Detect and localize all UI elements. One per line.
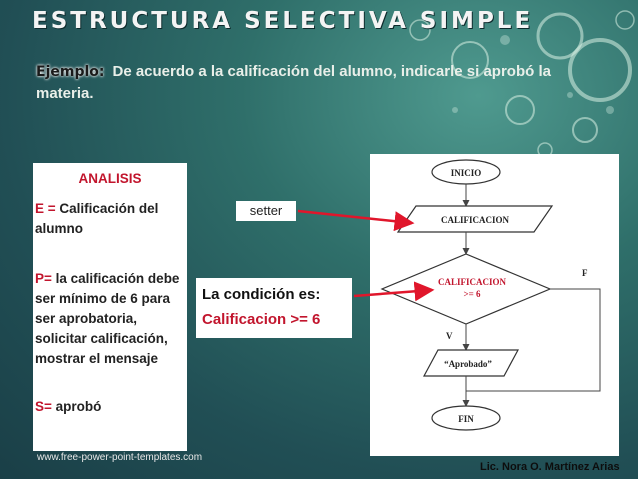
footer-url: www.free-power-point-templates.com bbox=[37, 452, 203, 463]
analysis-process: P= la calificación debe ser mínimo de 6 … bbox=[33, 269, 187, 369]
example-label: Ejemplo: bbox=[36, 64, 105, 80]
entry-key: E = bbox=[35, 201, 56, 216]
condition-heading: La condición es: bbox=[202, 286, 321, 303]
output-label: “Aprobado” bbox=[444, 359, 492, 369]
false-path bbox=[466, 288, 601, 392]
flowchart-diagram: INICIO CALIFICACION CALIFICACION >= 6 F … bbox=[380, 159, 601, 431]
decision-label: CALIFICACION bbox=[438, 277, 507, 287]
end-label: FIN bbox=[458, 414, 474, 424]
setter-label: setter bbox=[236, 201, 296, 221]
condition-arrow bbox=[353, 281, 435, 302]
slide-title: ESTRUCTURA SELECTIVA SIMPLE bbox=[32, 8, 534, 34]
start-label: INICIO bbox=[451, 168, 482, 178]
analysis-box: ANALISIS E = Calificación del alumno P= … bbox=[33, 163, 187, 451]
analysis-heading: ANALISIS bbox=[78, 171, 142, 186]
decision-condition: >= 6 bbox=[463, 289, 481, 299]
flowchart-panel: INICIO CALIFICACION CALIFICACION >= 6 F … bbox=[370, 154, 619, 456]
output-key: S= bbox=[35, 399, 52, 414]
condition-box: La condición es: Calificacion >= 6 bbox=[196, 278, 352, 338]
condition-expression: Calificacion >= 6 bbox=[202, 311, 321, 328]
process-key: P= bbox=[35, 271, 52, 286]
analysis-entry: E = Calificación del alumno bbox=[33, 199, 187, 239]
setter-arrow bbox=[297, 209, 415, 232]
false-label: F bbox=[582, 268, 588, 278]
process-text: la calificación debe ser mínimo de 6 par… bbox=[35, 271, 180, 366]
input-label: CALIFICACION bbox=[441, 215, 510, 225]
end-terminal bbox=[431, 405, 501, 431]
output-text: aprobó bbox=[51, 399, 102, 414]
entry-text: Calificación del alumno bbox=[35, 201, 159, 236]
example-statement: Ejemplo:De acuerdo a la calificación del… bbox=[36, 61, 596, 104]
example-text: De acuerdo a la calificación del alumno,… bbox=[36, 63, 551, 102]
true-label: V bbox=[446, 331, 453, 341]
analysis-output: S= aprobó bbox=[33, 397, 187, 417]
output-parallelogram bbox=[422, 349, 520, 377]
author-credit: Lic. Nora O. Martínez Arias bbox=[480, 461, 620, 473]
